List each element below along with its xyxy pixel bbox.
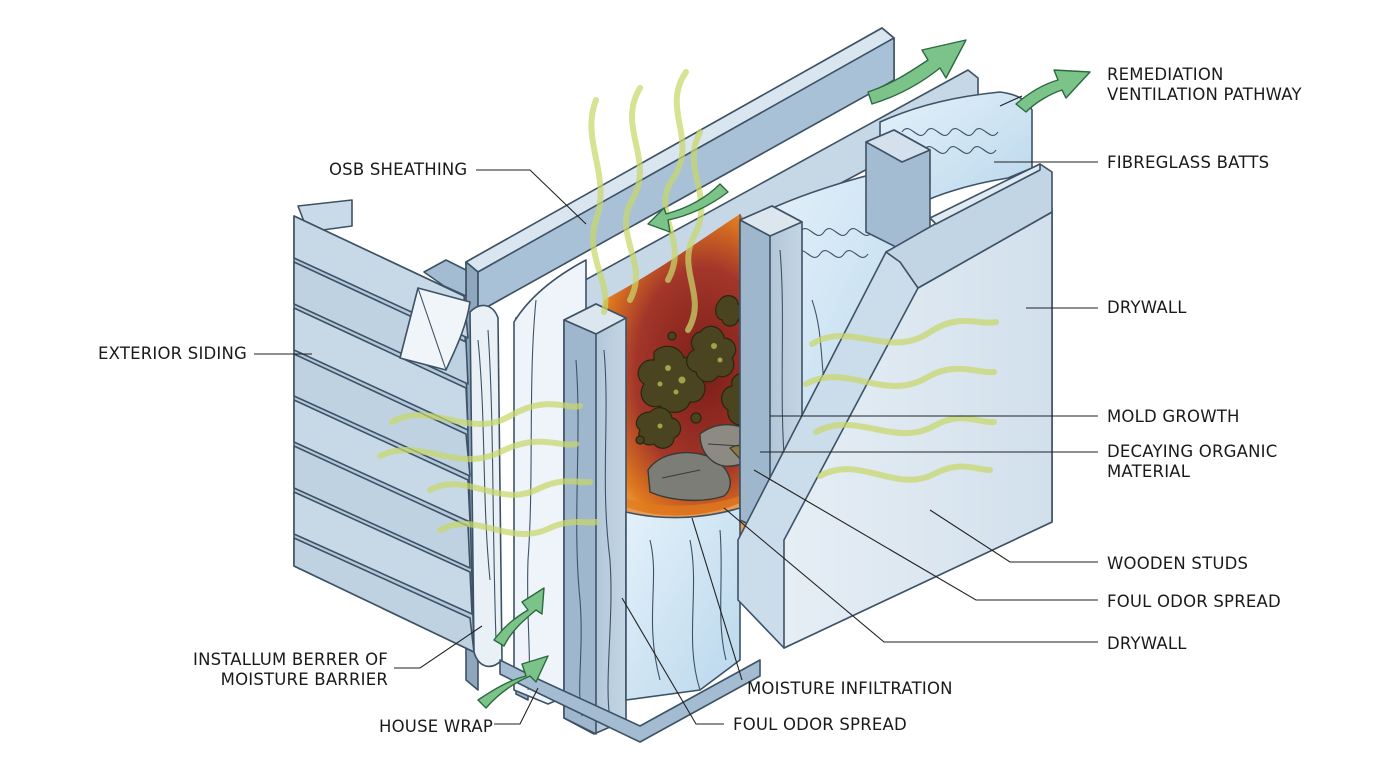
label-foul-odor-right: FOUL ODOR SPREAD <box>1107 592 1281 611</box>
foul-odor-waves <box>377 69 999 537</box>
wooden-stud-front <box>563 303 627 735</box>
label-installum-line1: INSTALLUM BERRER OF <box>193 650 388 669</box>
label-drywall-top: DRYWALL <box>1107 298 1187 317</box>
label-drywall-bottom: DRYWALL <box>1107 634 1187 653</box>
label-foul-odor-bottom: FOUL ODOR SPREAD <box>733 715 907 734</box>
label-fibreglass-batts: FIBREGLASS BATTS <box>1107 153 1269 172</box>
ventilation-arrows <box>477 39 1091 709</box>
label-exterior-siding: EXTERIOR SIDING <box>98 344 247 363</box>
label-osb-sheathing: OSB SHEATHING <box>329 160 467 179</box>
label-wooden-studs: WOODEN STUDS <box>1107 554 1248 573</box>
label-house-wrap: HOUSE WRAP <box>379 717 493 736</box>
label-decaying-organic-line1: DECAYING ORGANIC <box>1107 442 1277 461</box>
label-moisture-infiltration: MOISTURE INFILTRATION <box>747 679 953 698</box>
label-decaying-organic-line2: MATERIAL <box>1107 462 1191 481</box>
fibreglass-batt-bottom <box>625 507 741 701</box>
label-remediation-line1: REMEDIATION <box>1107 65 1224 84</box>
label-installum-line2: MOISTURE BARRIER <box>221 670 388 689</box>
leader-lines <box>254 95 1098 725</box>
house-wrap <box>399 287 503 668</box>
exterior-siding <box>293 199 475 653</box>
label-mold-growth: MOLD GROWTH <box>1107 407 1240 426</box>
label-remediation-line2: VENTILATION PATHWAY <box>1107 85 1303 104</box>
